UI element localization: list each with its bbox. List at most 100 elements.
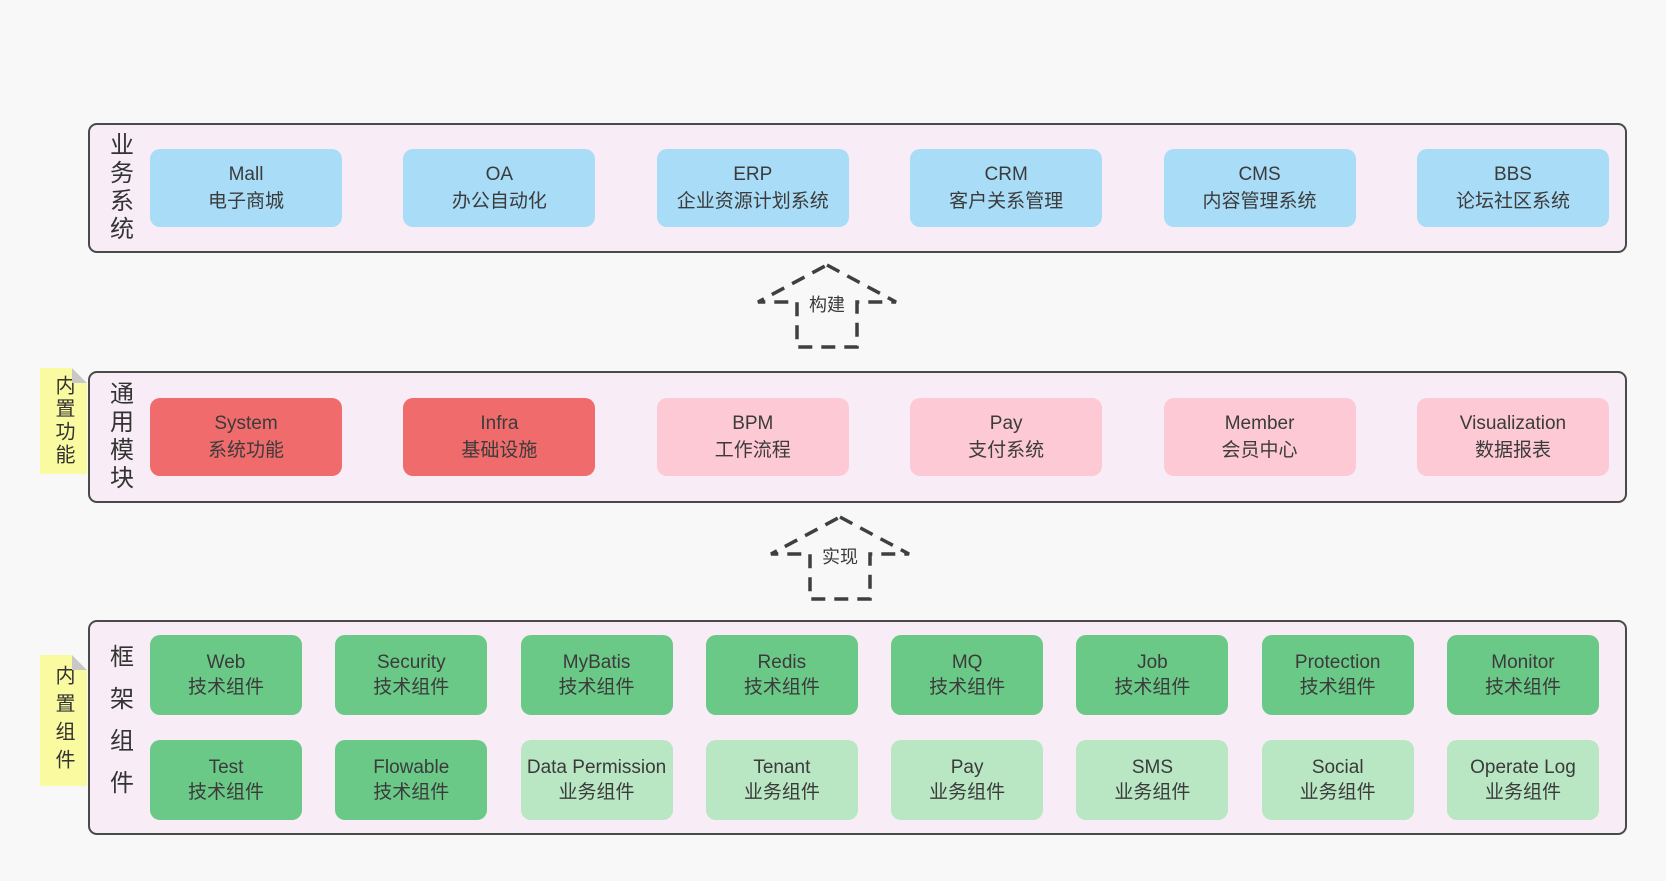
box-title: BBS xyxy=(1493,164,1532,185)
box-title: MQ xyxy=(951,652,983,673)
box-title: Flowable xyxy=(373,757,450,778)
box-subtitle: 业务组件 xyxy=(1114,782,1191,803)
box-sms: SMS 业务组件 xyxy=(1076,740,1229,820)
section-common-modules: 通用模块 System 系统功能 Infra 基础设施 BPM 工作流程 Pay… xyxy=(88,371,1627,503)
box-subtitle: 技术组件 xyxy=(373,782,450,803)
box-subtitle: 客户关系管理 xyxy=(949,191,1064,212)
box-title: Security xyxy=(376,652,446,673)
box-subtitle: 系统功能 xyxy=(207,440,284,461)
box-title: Visualization xyxy=(1459,413,1567,434)
box-subtitle: 业务组件 xyxy=(929,782,1006,803)
box-title: Redis xyxy=(757,652,807,673)
box-flowable: Flowable 技术组件 xyxy=(335,740,488,820)
box-monitor: Monitor 技术组件 xyxy=(1446,635,1599,715)
box-oa: OA 办公自动化 xyxy=(403,149,596,227)
box-subtitle: 技术组件 xyxy=(187,782,264,803)
box-title: System xyxy=(214,413,278,434)
box-system: System 系统功能 xyxy=(150,398,342,476)
box-title: Pay xyxy=(989,413,1023,434)
box-subtitle: 技术组件 xyxy=(558,677,635,698)
box-web: Web 技术组件 xyxy=(150,635,302,715)
business-boxes-row: Mall 电子商城 OA 办公自动化 ERP 企业资源计划系统 CRM 客户关系… xyxy=(148,125,1625,251)
box-title: MyBatis xyxy=(562,652,631,673)
modules-boxes-row: System 系统功能 Infra 基础设施 BPM 工作流程 Pay 支付系统… xyxy=(148,373,1625,501)
box-subtitle: 支付系统 xyxy=(968,440,1045,461)
box-subtitle: 业务组件 xyxy=(1484,782,1561,803)
box-title: Test xyxy=(208,757,244,778)
box-title: Protection xyxy=(1294,652,1381,673)
box-title: CMS xyxy=(1238,164,1281,185)
box-title: Web xyxy=(206,652,246,673)
box-erp: ERP 企业资源计划系统 xyxy=(656,149,849,227)
sticky-note-text: 内置功能 xyxy=(52,375,74,467)
folded-corner-icon xyxy=(72,655,87,670)
box-infra: Infra 基础设施 xyxy=(403,398,596,476)
box-title: Monitor xyxy=(1491,652,1555,673)
box-data-permission: Data Permission 业务组件 xyxy=(520,740,673,820)
box-pay-module: Pay 支付系统 xyxy=(910,398,1103,476)
box-title: Pay xyxy=(950,757,984,778)
box-subtitle: 技术组件 xyxy=(187,677,264,698)
box-subtitle: 业务组件 xyxy=(558,782,635,803)
components-row-2: Test 技术组件 Flowable 技术组件 Data Permission … xyxy=(150,740,1599,820)
box-subtitle: 技术组件 xyxy=(1299,677,1376,698)
box-title: OA xyxy=(485,164,514,185)
box-title: Job xyxy=(1137,652,1168,673)
box-subtitle: 技术组件 xyxy=(929,677,1006,698)
box-title: Data Permission xyxy=(526,757,667,778)
box-title: BPM xyxy=(732,413,774,434)
components-grid: Web 技术组件 Security 技术组件 MyBatis 技术组件 Redi… xyxy=(148,622,1625,833)
box-title: Operate Log xyxy=(1470,757,1576,778)
box-subtitle: 办公自动化 xyxy=(451,191,547,212)
section-framework-components: 框架组件 Web 技术组件 Security 技术组件 MyBatis 技术组件… xyxy=(88,620,1627,835)
section-components-label: 框架组件 xyxy=(105,643,133,812)
box-subtitle: 工作流程 xyxy=(714,440,791,461)
box-subtitle: 企业资源计划系统 xyxy=(676,191,829,212)
sticky-note-text: 内置组件 xyxy=(52,664,74,777)
section-modules-label: 通用模块 xyxy=(105,381,133,493)
box-redis: Redis 技术组件 xyxy=(705,635,858,715)
implement-arrow-label: 实现 xyxy=(819,543,861,569)
build-arrow-label: 构建 xyxy=(806,291,848,317)
box-crm: CRM 客户关系管理 xyxy=(910,149,1103,227)
box-title: SMS xyxy=(1131,757,1173,778)
up-arrow-icon xyxy=(757,263,897,349)
sticky-note-built-in-components: 内置组件 xyxy=(40,655,87,786)
folded-corner-icon xyxy=(72,368,87,383)
box-social: Social 业务组件 xyxy=(1261,740,1414,820)
box-title: Social xyxy=(1311,757,1364,778)
box-mq: MQ 技术组件 xyxy=(891,635,1044,715)
box-member: Member 会员中心 xyxy=(1163,398,1356,476)
box-cms: CMS 内容管理系统 xyxy=(1163,149,1356,227)
box-subtitle: 会员中心 xyxy=(1221,440,1298,461)
box-mall: Mall 电子商城 xyxy=(150,149,342,227)
box-test: Test 技术组件 xyxy=(150,740,302,820)
box-visualization: Visualization 数据报表 xyxy=(1416,398,1609,476)
up-arrow-icon xyxy=(770,515,910,601)
box-subtitle: 技术组件 xyxy=(1114,677,1191,698)
box-subtitle: 内容管理系统 xyxy=(1202,191,1317,212)
box-subtitle: 数据报表 xyxy=(1474,440,1551,461)
components-row-1: Web 技术组件 Security 技术组件 MyBatis 技术组件 Redi… xyxy=(150,635,1599,715)
box-title: ERP xyxy=(733,164,773,185)
box-subtitle: 基础设施 xyxy=(461,440,538,461)
box-tenant: Tenant 业务组件 xyxy=(705,740,858,820)
box-title: Mall xyxy=(228,164,264,185)
box-bbs: BBS 论坛社区系统 xyxy=(1416,149,1609,227)
box-mybatis: MyBatis 技术组件 xyxy=(520,635,673,715)
box-subtitle: 论坛社区系统 xyxy=(1455,191,1570,212)
sticky-note-built-in-features: 内置功能 xyxy=(40,368,87,474)
box-security: Security 技术组件 xyxy=(335,635,488,715)
box-subtitle: 业务组件 xyxy=(1299,782,1376,803)
build-arrow: 构建 xyxy=(754,262,900,350)
box-pay-component: Pay 业务组件 xyxy=(891,740,1044,820)
box-subtitle: 业务组件 xyxy=(743,782,820,803)
box-title: Tenant xyxy=(753,757,811,778)
box-bpm: BPM 工作流程 xyxy=(656,398,849,476)
box-operate-log: Operate Log 业务组件 xyxy=(1446,740,1599,820)
box-title: CRM xyxy=(984,164,1028,185)
box-title: Infra xyxy=(480,413,519,434)
implement-arrow: 实现 xyxy=(767,514,913,602)
section-business-systems: 业务系统 Mall 电子商城 OA 办公自动化 ERP 企业资源计划系统 CRM… xyxy=(88,123,1627,253)
box-subtitle: 技术组件 xyxy=(373,677,450,698)
